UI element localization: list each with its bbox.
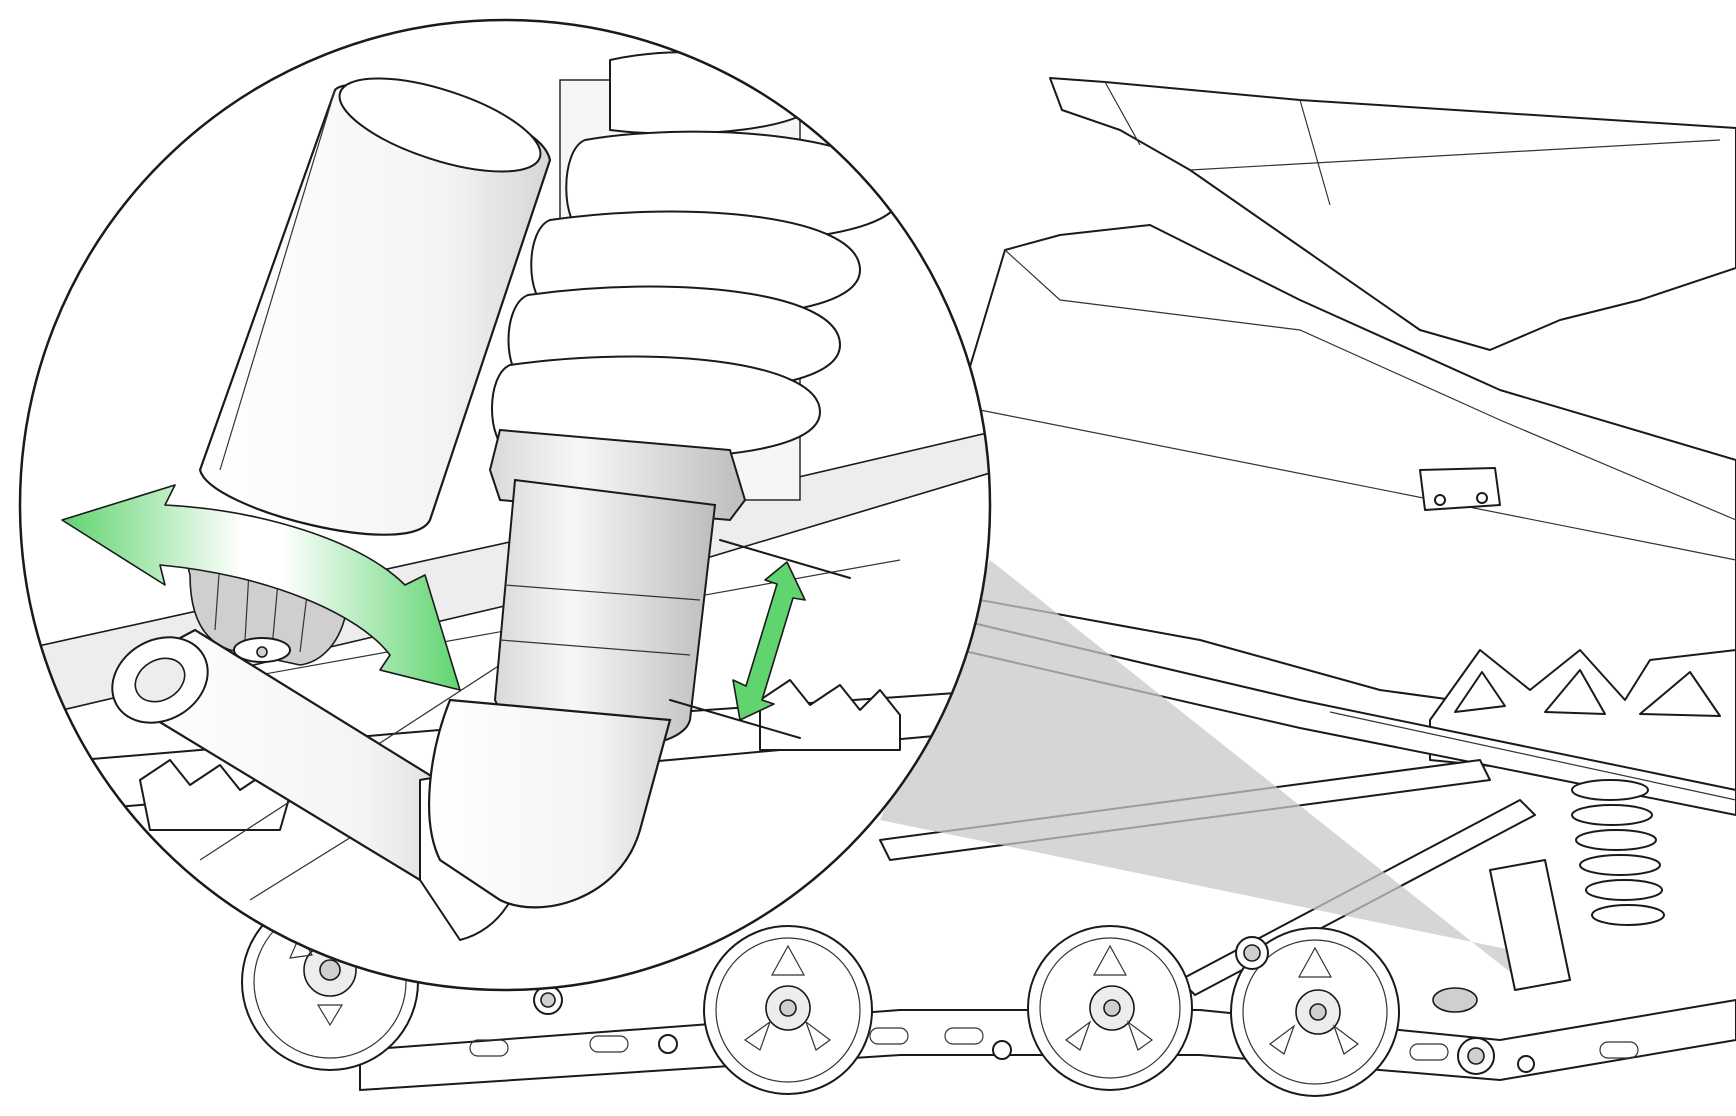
idler-wheel-2 (703, 925, 873, 1095)
frame-bolts (533, 936, 1535, 1073)
seat (1049, 77, 1736, 351)
idler-wheel-3 (1027, 925, 1193, 1091)
snowmobile-rear-suspension (241, 77, 1736, 1097)
rear-shock-small (1432, 779, 1665, 1075)
coil-spring (491, 51, 901, 501)
lower-clevis (428, 698, 672, 909)
reservoir-canister (198, 77, 552, 536)
curved-double-arrow-icon (61, 484, 461, 691)
magnified-detail-view (18, 18, 992, 992)
vertical-double-arrow-icon (732, 561, 806, 721)
idler-wheel-4 (1230, 927, 1400, 1097)
callout-cone (880, 560, 1560, 980)
